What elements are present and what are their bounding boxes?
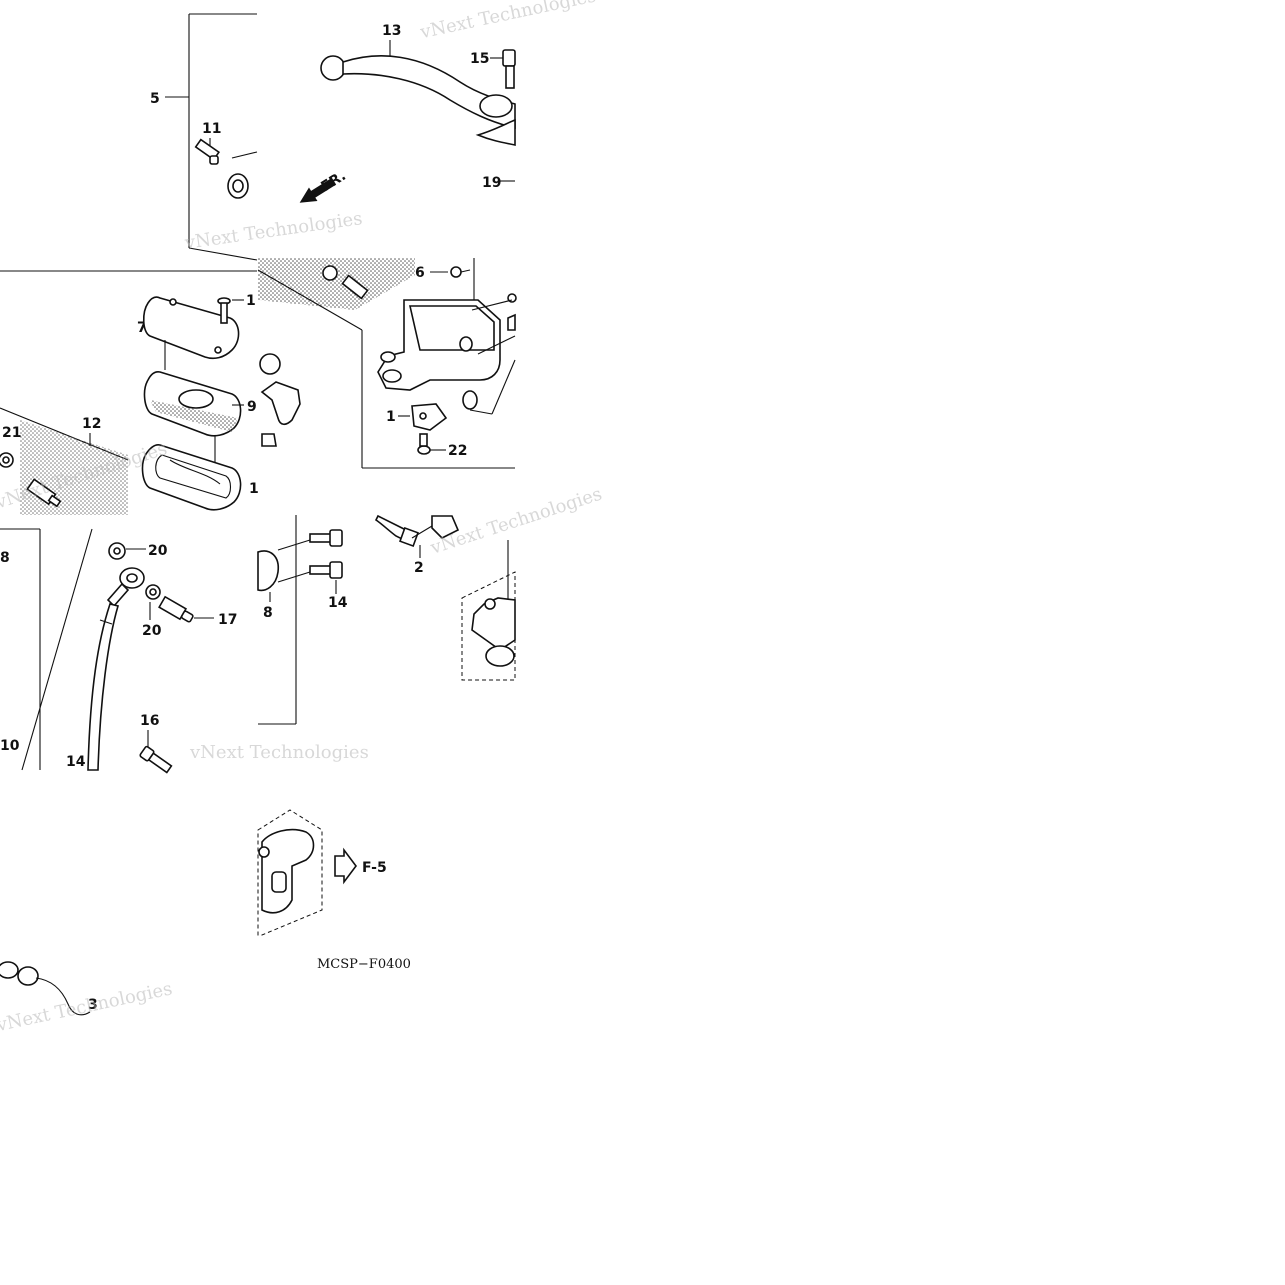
callout-14-hose: 14	[66, 754, 86, 770]
tile-caliper-reference: F-5 MCSP−F0400	[257, 809, 411, 972]
callout-19: 19	[482, 175, 501, 191]
pivot-bolt-shank	[505, 65, 515, 89]
sealing-washer-part	[145, 584, 161, 600]
callout-14-bolt: 14	[328, 595, 348, 611]
watermark-text: vNext Technologies	[0, 978, 174, 1036]
sealing-washer-part	[108, 542, 126, 560]
diagram-code: MCSP−F0400	[317, 957, 411, 972]
callout-8-edge: 8	[0, 550, 10, 566]
front-direction-arrow-icon	[299, 178, 336, 203]
callout-11: 11	[202, 121, 221, 137]
watermark-text: vNext Technologies	[189, 742, 369, 763]
hose-fitting-part	[0, 961, 91, 1016]
lever-bracket-part	[259, 353, 301, 447]
pivot-bolt-part	[502, 49, 516, 67]
diaphragm-plate-part	[143, 371, 242, 437]
callout-21: 21	[2, 425, 21, 441]
callout-6: 6	[415, 265, 425, 281]
callout-1-switch: 1	[386, 409, 396, 425]
banjo-fitting-part	[106, 567, 145, 608]
bolt-part	[139, 745, 173, 774]
caliper-part	[471, 597, 516, 667]
screw-part	[417, 433, 431, 455]
brake-hose-part	[87, 603, 120, 771]
screw-part	[217, 297, 231, 324]
tile-lower-fragment: 3 vNext Technologies	[0, 961, 174, 1036]
callout-3: 3	[88, 997, 98, 1013]
reservoir-cap-part	[142, 296, 240, 360]
collar-part	[227, 173, 249, 199]
callout-7: 7	[137, 320, 147, 336]
switch-part	[411, 403, 448, 431]
diaphragm-part	[141, 444, 242, 511]
bolt-part	[194, 138, 220, 165]
tile-hose-joint: 14 8 2 vNext Technologies	[257, 484, 605, 725]
watermark-text: vNext Technologies	[183, 208, 364, 254]
banjo-bolt-part	[158, 595, 194, 623]
clip-part	[450, 266, 471, 278]
callout-12: 12	[82, 416, 101, 432]
reference-arrow-icon	[334, 847, 357, 885]
callout-20-upper: 20	[148, 543, 168, 559]
caliper-part	[258, 828, 315, 914]
callout-22: 22	[448, 443, 467, 459]
callout-15: 15	[470, 51, 489, 67]
callout-10-edge: 10	[0, 738, 20, 754]
callout-5: 5	[150, 91, 160, 107]
callout-9: 9	[247, 399, 257, 415]
callout-16: 16	[140, 713, 159, 729]
tile-lever-assembly: 5 11 13 15 19	[150, 13, 516, 261]
bolt-part	[309, 529, 343, 579]
callout-17: 17	[218, 612, 237, 628]
callout-8-clamp: 8	[263, 605, 273, 621]
callout-20-lower: 20	[142, 623, 162, 639]
tile-reservoir-cap: 7 1 9 1 12	[0, 270, 259, 515]
watermark-text: vNext Technologies	[418, 0, 598, 43]
tile-master-cylinder: 6 1 22	[257, 258, 517, 469]
master-cylinder-body-part	[377, 293, 517, 410]
tile-brake-hose: 8 10 14 20 20 17 16	[0, 528, 369, 774]
callout-1-screw: 1	[246, 293, 256, 309]
clamp-part	[257, 550, 280, 592]
brake-lever-part	[320, 55, 516, 146]
callout-1-diaphragm: 1	[249, 481, 259, 497]
hose-joint-part	[374, 514, 460, 547]
callout-2: 2	[414, 560, 424, 576]
washer-part	[0, 452, 14, 468]
reference-label: F-5	[362, 860, 387, 876]
banjo-bolt-part	[26, 478, 62, 508]
callout-13: 13	[382, 23, 401, 39]
bolt-part	[322, 265, 369, 300]
